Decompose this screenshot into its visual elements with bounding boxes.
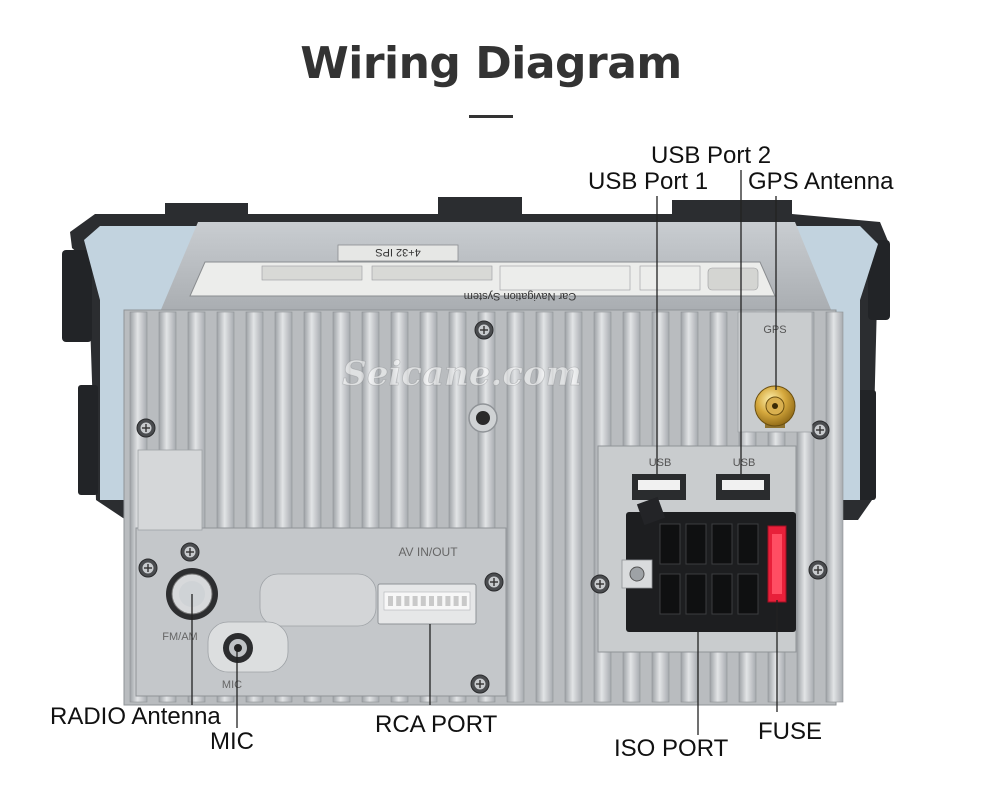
label-usb-port-1: USB Port 1 <box>588 168 709 195</box>
iso-pin <box>659 573 681 615</box>
screw <box>180 542 200 562</box>
fm-am-marking: FM/AM <box>162 631 197 643</box>
av-pin <box>404 596 410 606</box>
iso-pin <box>737 523 759 565</box>
screw <box>484 572 504 592</box>
av-pin <box>420 596 426 606</box>
fin <box>506 311 525 703</box>
av-pin <box>396 596 402 606</box>
av-pin <box>437 596 443 606</box>
sticker-title: Car Navigation System <box>464 290 577 302</box>
label-fuse: FUSE <box>758 718 823 745</box>
label-rca-port: RCA PORT <box>375 711 498 738</box>
title-underline <box>469 115 513 118</box>
label-radio-antenna: RADIO Antenna <box>50 703 221 730</box>
av-pin <box>412 596 418 606</box>
screw <box>138 558 158 578</box>
screw <box>136 418 156 438</box>
fin <box>825 311 844 703</box>
av-pin <box>429 596 434 606</box>
mount-hole-center <box>476 411 490 425</box>
screw <box>590 574 610 594</box>
iso-pin <box>659 523 681 565</box>
top-cover: 4+32 IPS Car Navigation System <box>160 222 832 312</box>
gps-connector: GPS <box>737 311 813 433</box>
av-pin <box>461 596 467 606</box>
iso-pin <box>711 523 733 565</box>
av-connector: AV IN/OUT <box>377 545 477 625</box>
mic-socket: MIC <box>207 621 289 691</box>
iso-pin <box>737 573 759 615</box>
av-pin <box>453 596 459 606</box>
av-pin <box>445 596 451 606</box>
iso-pin <box>685 573 707 615</box>
screw <box>808 560 828 580</box>
blank-sticker <box>259 573 377 627</box>
label-gps-antenna: GPS Antenna <box>748 168 894 195</box>
iso-pin <box>711 573 733 615</box>
fin <box>535 311 554 703</box>
page-title: Wiring Diagram <box>300 38 682 89</box>
av-marking: AV IN/OUT <box>398 545 458 559</box>
sticker-spec: 4+32 IPS <box>375 246 421 258</box>
watermark: Seicane.com <box>342 354 581 394</box>
screw <box>474 320 494 340</box>
screw <box>470 674 490 694</box>
label-iso-port: ISO PORT <box>614 735 729 762</box>
label-usb-port-2: USB Port 2 <box>651 142 772 169</box>
usb-left-marking: USB <box>649 457 672 469</box>
usb-ports: USB USB <box>632 457 770 500</box>
usb-right-marking: USB <box>733 457 756 469</box>
mic-marking: MIC <box>222 679 242 691</box>
iso-pin <box>685 523 707 565</box>
chassis-screws <box>136 320 830 694</box>
fin <box>564 311 583 703</box>
leader-lines <box>191 170 778 735</box>
av-pin <box>388 596 393 606</box>
screw <box>810 420 830 440</box>
iso-connector <box>621 496 796 632</box>
label-mic: MIC <box>210 728 254 755</box>
gps-marking: GPS <box>763 324 786 336</box>
